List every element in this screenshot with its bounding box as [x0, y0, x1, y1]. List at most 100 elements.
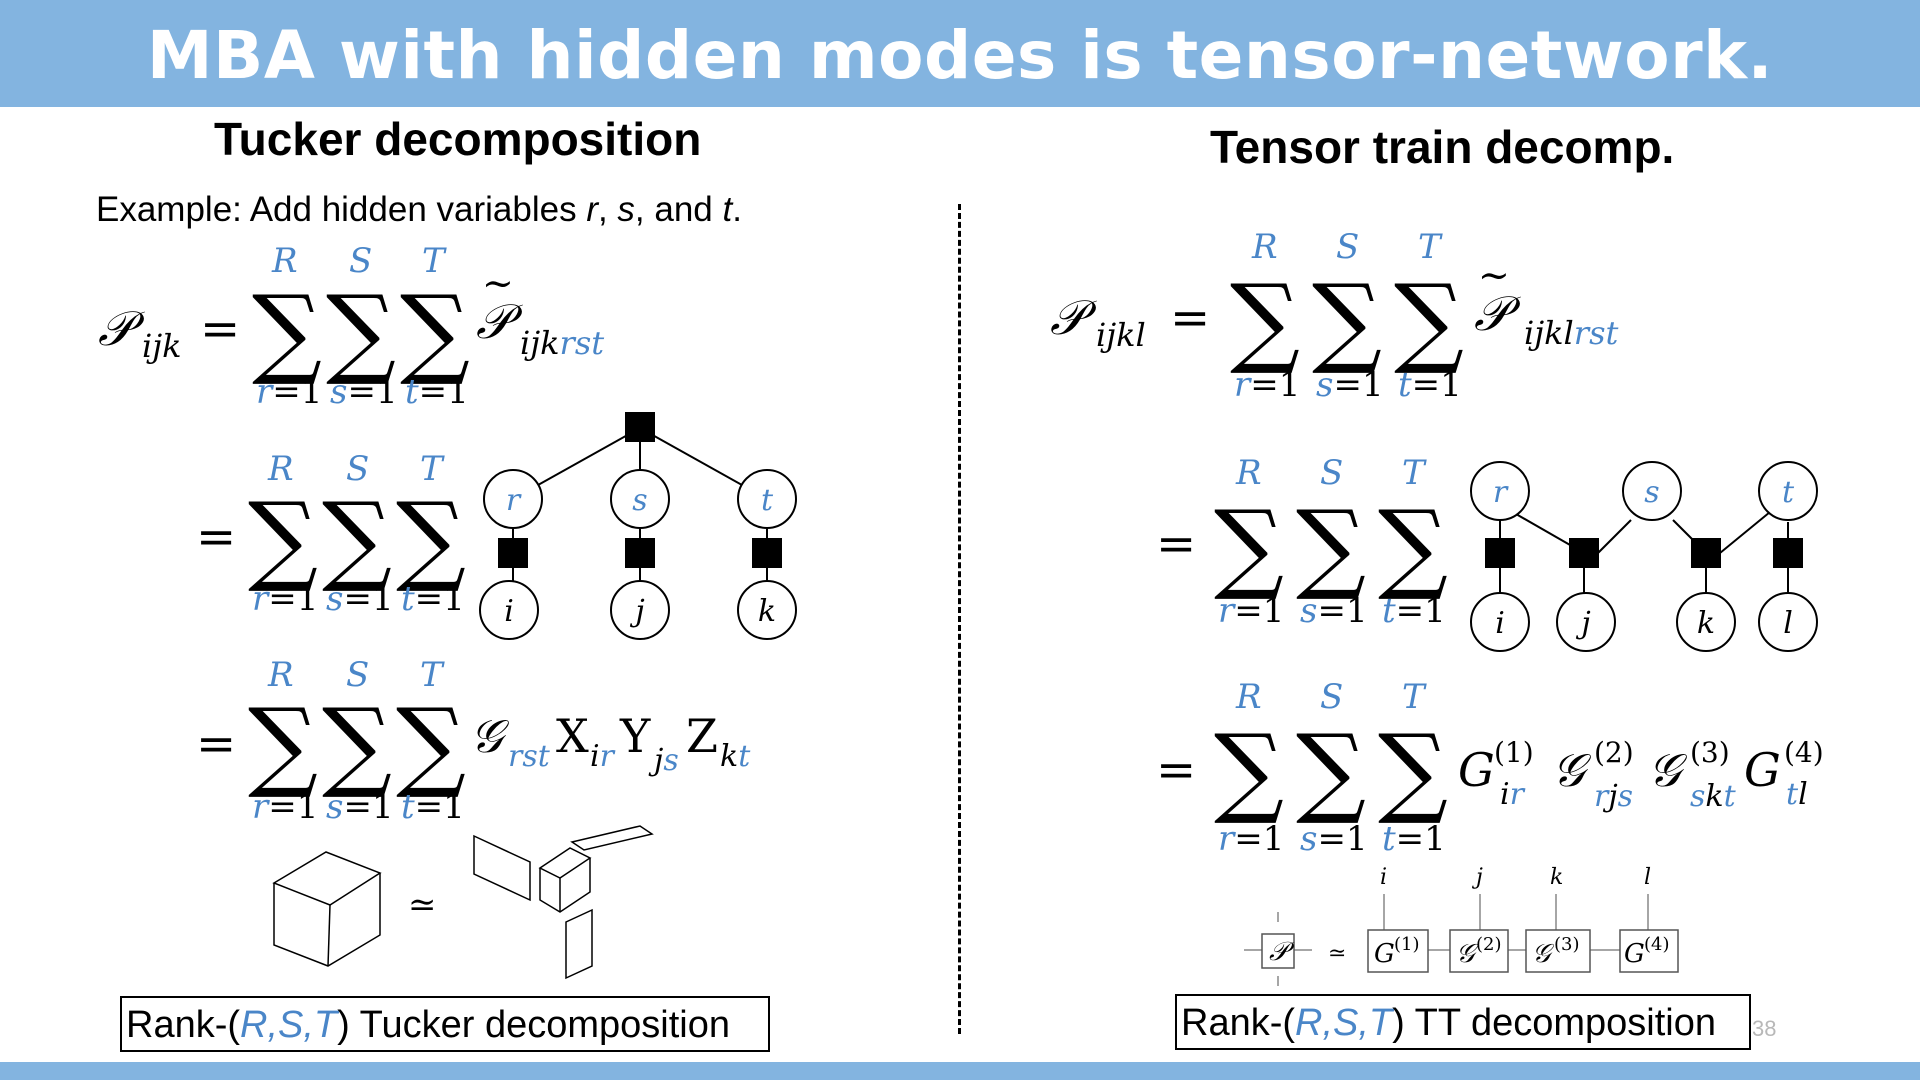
tucker-equation-3: = ∑ ∑ ∑ R S T r=1 s=1 t=1 𝒢 rst X ir Y j…: [196, 655, 751, 827]
tt-node-labels: r s t i j k l: [1493, 475, 1795, 641]
node-label-k: k: [758, 594, 776, 629]
svg-text:≃: ≃: [408, 885, 437, 925]
svg-text:t=1: t=1: [1398, 365, 1462, 405]
svg-text:r=1: r=1: [256, 372, 322, 412]
svg-text:T: T: [1418, 227, 1443, 267]
svg-text:kt: kt: [720, 739, 751, 774]
tucker-cube-diagram: ≃: [272, 825, 654, 980]
svg-text:∑: ∑: [396, 688, 466, 802]
svg-text:R: R: [1235, 677, 1262, 717]
tt-block-diagram: [1244, 894, 1679, 986]
svg-text:≃: ≃: [1328, 941, 1346, 966]
svg-text:𝒢: 𝒢: [1648, 743, 1688, 797]
svg-text:ijk: ijk: [142, 327, 182, 365]
svg-text:∑: ∑: [1378, 490, 1448, 604]
svg-text:Y: Y: [619, 709, 651, 763]
svg-text:∑: ∑: [400, 275, 470, 389]
svg-text:𝒢: 𝒢: [1552, 743, 1592, 797]
svg-text:=: =: [196, 716, 236, 772]
svg-text:s=1: s=1: [1316, 365, 1384, 405]
svg-text:=: =: [200, 301, 240, 357]
svg-text:r=1: r=1: [252, 579, 318, 619]
tt-graph: [1470, 461, 1818, 652]
tt-equation-3: = ∑ ∑ ∑ R S T r=1 s=1 t=1 G (1) ir 𝒢 (2)…: [1156, 677, 1824, 859]
svg-text:∑: ∑: [1230, 264, 1300, 378]
svg-text:𝒫: 𝒫: [98, 301, 145, 357]
svg-text:rjs: rjs: [1594, 779, 1633, 814]
node-label-r: r: [506, 483, 522, 518]
tucker-heading: Tucker decomposition: [214, 113, 702, 165]
svg-text:T: T: [420, 449, 445, 489]
node-label-t: t: [761, 483, 774, 518]
tucker-rank-caption: Rank-(R,S,T) Tucker decomposition: [120, 996, 770, 1052]
svg-text:t=1: t=1: [401, 787, 465, 827]
svg-text:r=1: r=1: [1218, 591, 1284, 631]
slide-title: MBA with hidden modes is tensor-network.: [146, 17, 1774, 94]
svg-text:X: X: [556, 709, 589, 763]
svg-text:R: R: [271, 241, 298, 281]
svg-text:=: =: [1170, 290, 1210, 346]
svg-text:R: R: [1235, 453, 1262, 493]
svg-text:~: ~: [1478, 253, 1510, 297]
svg-text:∑: ∑: [1378, 714, 1448, 828]
svg-text:t=1: t=1: [401, 579, 465, 619]
tucker-equation-1: 𝒫 ijk = ∑ ∑ ∑ R S T r=1 s=1 t=1 𝒫 ~ ijkr…: [98, 241, 604, 412]
svg-text:ijkrst: ijkrst: [520, 324, 604, 362]
svg-text:∑: ∑: [1214, 490, 1284, 604]
tucker-factor-nodes: [498, 412, 782, 568]
tt-rank-caption: Rank-(R,S,T) TT decomposition: [1175, 994, 1751, 1050]
svg-text:rst: rst: [508, 739, 551, 774]
tt-node-label-i: i: [1495, 606, 1505, 641]
svg-text:∑: ∑: [322, 482, 392, 596]
svg-text:S: S: [1320, 453, 1343, 493]
svg-text:T: T: [420, 655, 445, 695]
svg-text:R: R: [1251, 227, 1278, 267]
svg-text:t=1: t=1: [405, 372, 469, 412]
tt-equation-1: 𝒫 ijkl = ∑ ∑ ∑ R S T r=1 s=1 t=1 𝒫 ~ ijk…: [1050, 227, 1619, 405]
svg-text:r=1: r=1: [1234, 365, 1300, 405]
svg-text:𝒢: 𝒢: [1456, 939, 1479, 969]
svg-text:S: S: [349, 241, 372, 281]
tt-node-label-l: l: [1783, 606, 1793, 641]
svg-text:𝒫: 𝒫: [1050, 290, 1097, 346]
svg-text:(3): (3): [1554, 934, 1580, 955]
svg-text:R: R: [267, 449, 294, 489]
tt-factor-nodes: [1485, 538, 1803, 568]
svg-text:r=1: r=1: [252, 787, 318, 827]
tt-block-labels: 𝒫 ≃ G (1) 𝒢 (2) 𝒢 (3) G (4) i j k l: [1269, 865, 1670, 969]
svg-text:t=1: t=1: [1382, 591, 1446, 631]
svg-text:∑: ∑: [322, 688, 392, 802]
svg-text:∑: ∑: [1214, 714, 1284, 828]
svg-text:s=1: s=1: [1300, 591, 1368, 631]
svg-text:=: =: [1156, 742, 1196, 798]
svg-text:S: S: [346, 449, 369, 489]
tt-node-label-s: s: [1644, 475, 1659, 510]
svg-text:G: G: [1624, 939, 1645, 969]
node-label-i: i: [504, 594, 514, 629]
svg-text:(4): (4): [1784, 736, 1824, 769]
svg-text:(2): (2): [1594, 736, 1634, 769]
tucker-equation-2: = ∑ ∑ ∑ R S T r=1 s=1 t=1: [196, 449, 466, 619]
svg-text:s=1: s=1: [330, 372, 398, 412]
tt-label-k: k: [1550, 865, 1563, 890]
svg-text:G: G: [1744, 743, 1781, 797]
svg-text:=: =: [1156, 516, 1196, 572]
svg-text:ir: ir: [590, 739, 616, 774]
tt-label-i: i: [1380, 865, 1387, 890]
svg-text:s=1: s=1: [326, 579, 394, 619]
tt-node-label-t: t: [1782, 475, 1795, 510]
svg-text:=: =: [196, 509, 236, 565]
tt-label-j: j: [1471, 865, 1483, 890]
svg-text:s=1: s=1: [1300, 819, 1368, 859]
svg-text:~: ~: [482, 261, 514, 305]
svg-text:T: T: [1402, 453, 1427, 493]
svg-text:t=1: t=1: [1382, 819, 1446, 859]
tt-node-label-k: k: [1697, 606, 1715, 641]
tt-node-label-r: r: [1493, 475, 1509, 510]
svg-text:𝒢: 𝒢: [470, 709, 510, 763]
title-banner: [0, 0, 1920, 107]
svg-text:∑: ∑: [1296, 490, 1366, 604]
tt-heading: Tensor train decomp.: [1210, 121, 1675, 173]
svg-text:(2): (2): [1476, 934, 1502, 955]
